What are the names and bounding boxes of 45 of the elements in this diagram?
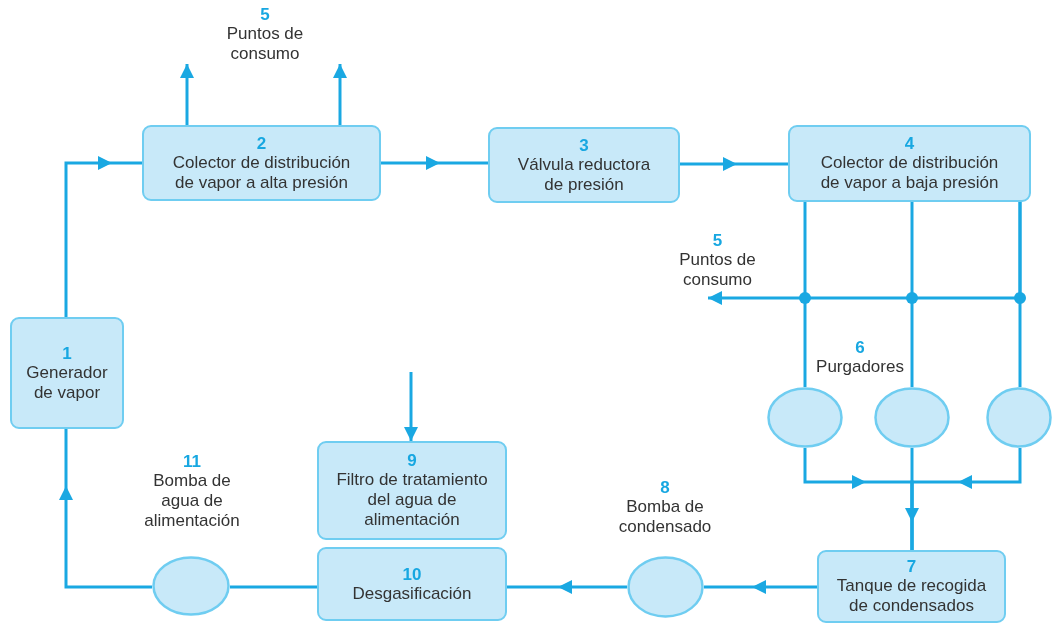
component-label: Bomba de agua de alimentación bbox=[143, 471, 241, 531]
item-number: 10 bbox=[402, 564, 422, 584]
component-label: Puntos de consumo bbox=[678, 249, 757, 290]
pipe-line bbox=[1018, 202, 1022, 387]
pipe-line bbox=[230, 585, 317, 589]
item-number: 1 bbox=[62, 343, 72, 363]
component-label: Purgadores bbox=[815, 357, 905, 377]
flow-arrow bbox=[704, 580, 817, 594]
component-label: Tanque de recogida de condensados bbox=[835, 576, 988, 616]
component-label: Colector de distribución de vapor a baja presión bbox=[819, 153, 1000, 193]
process-box bbox=[10, 317, 124, 429]
component-label: Bomba de condensado bbox=[617, 497, 713, 537]
item-number: 9 bbox=[407, 451, 417, 470]
pipe-line bbox=[803, 202, 807, 387]
process-box bbox=[317, 441, 507, 540]
item-number: 8 bbox=[660, 478, 670, 497]
component-label: Filtro de tratamiento del agua de alimentación bbox=[335, 470, 489, 530]
flow-arrow bbox=[381, 156, 488, 170]
component-label: Colector de distribución de vapor a alta presión bbox=[171, 152, 352, 193]
component-label: Válvula reductora de presión bbox=[516, 154, 652, 195]
item-number: 5 bbox=[260, 4, 270, 24]
component-label: Puntos de consumo bbox=[225, 23, 305, 64]
flow-arrow bbox=[64, 156, 142, 317]
flow-arrow bbox=[180, 64, 194, 125]
process-box bbox=[488, 127, 680, 203]
item-number: 11 bbox=[183, 452, 201, 471]
pipe-line bbox=[910, 202, 914, 387]
flow-arrow bbox=[507, 580, 627, 594]
item-number: 7 bbox=[906, 557, 917, 576]
process-box bbox=[817, 550, 1006, 623]
process-box bbox=[142, 125, 381, 201]
flow-arrow bbox=[333, 64, 347, 125]
item-number: 6 bbox=[854, 338, 866, 357]
component-label: Generador de vapor bbox=[25, 362, 109, 403]
flow-arrow bbox=[910, 448, 1022, 550]
process-box bbox=[317, 547, 507, 621]
flow-arrow bbox=[59, 429, 152, 589]
process-box bbox=[788, 125, 1031, 202]
item-number: 3 bbox=[579, 135, 589, 155]
flow-arrow bbox=[680, 157, 788, 171]
item-number: 2 bbox=[256, 133, 267, 153]
component-label: Desgasificación bbox=[352, 583, 472, 604]
item-number: 5 bbox=[712, 230, 723, 250]
item-number: 4 bbox=[904, 134, 915, 153]
flow-arrow bbox=[404, 372, 418, 441]
